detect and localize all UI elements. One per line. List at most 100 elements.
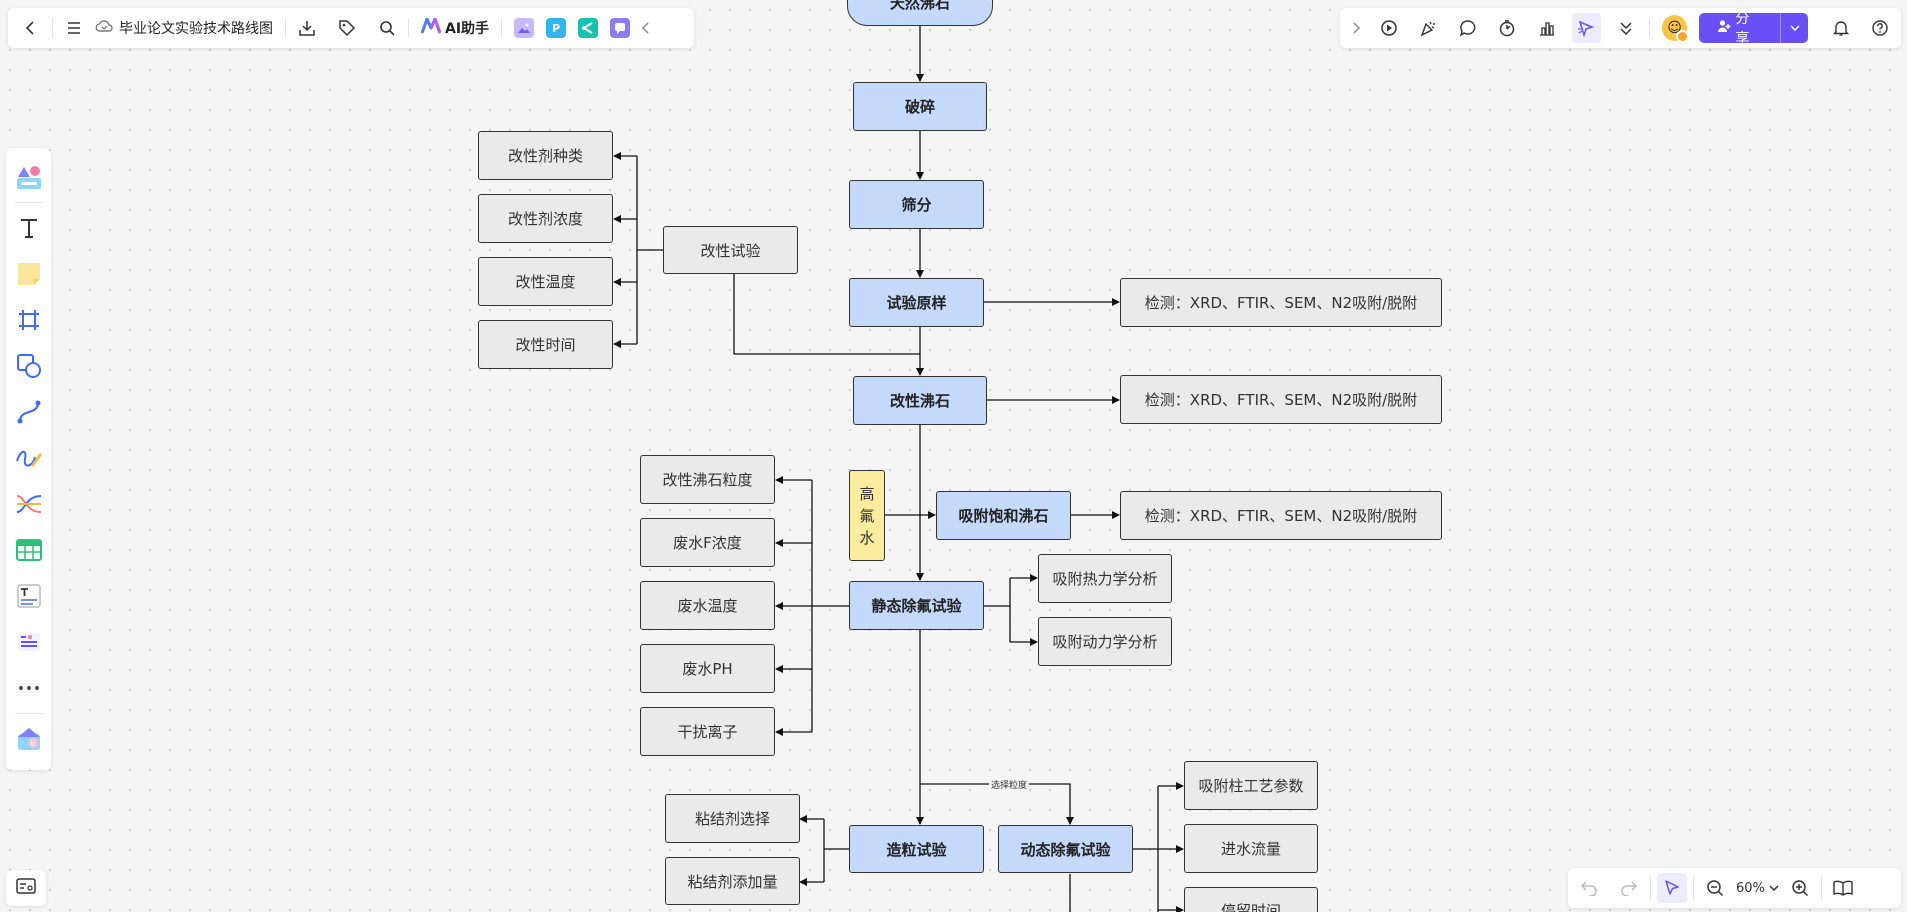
bell-icon[interactable]: [1826, 13, 1856, 43]
timer-icon[interactable]: [1492, 13, 1522, 43]
divider: [1650, 878, 1651, 898]
chevron-down-icon[interactable]: [1780, 13, 1807, 43]
text-block-icon[interactable]: [11, 573, 47, 619]
document-title[interactable]: 毕业论文实验技术路线图: [89, 18, 279, 38]
share-main-button[interactable]: 分享: [1699, 13, 1780, 43]
download-icon[interactable]: [292, 13, 322, 43]
plugin-icon[interactable]: b: [11, 716, 47, 762]
node-modifier-type[interactable]: 改性剂种类: [478, 131, 613, 180]
divider: [408, 18, 409, 38]
share-label: 分享: [1735, 13, 1750, 43]
more-down-icon[interactable]: [1611, 13, 1641, 43]
help-icon[interactable]: [1865, 13, 1895, 43]
node-f-conc[interactable]: 废水F浓度: [640, 518, 775, 567]
minimap-toggle[interactable]: [6, 870, 46, 906]
template-icon[interactable]: [11, 154, 47, 200]
node-high-fluoride-water[interactable]: 高 氟 水: [849, 470, 885, 561]
redo-icon[interactable]: [1614, 873, 1644, 903]
collapse-left-icon[interactable]: [636, 13, 656, 43]
node-thermo[interactable]: 吸附热力学分析: [1038, 554, 1172, 603]
node-modifier-conc[interactable]: 改性剂浓度: [478, 194, 613, 243]
pen-icon[interactable]: [11, 435, 47, 481]
chat-app-icon[interactable]: [610, 18, 631, 38]
node-detect-raw[interactable]: 检测：XRD、FTIR、SEM、N2吸附/脱附: [1120, 278, 1442, 327]
node-dynamic-test[interactable]: 动态除氟试验: [998, 825, 1133, 873]
node-sieve[interactable]: 筛分: [849, 180, 984, 229]
comment-icon[interactable]: [1453, 13, 1483, 43]
node-binder-choice[interactable]: 粘结剂选择: [665, 794, 800, 843]
node-granulation-test[interactable]: 造粒试验: [849, 825, 984, 873]
zoom-level-dropdown[interactable]: 60%: [1730, 881, 1785, 896]
top-left-toolbar: 毕业论文实验技术路线图 AI助手 P: [8, 8, 694, 48]
ai-icon: [420, 17, 442, 38]
node-high-fluoride-water-char: 氟: [859, 506, 875, 525]
more-icon[interactable]: [11, 665, 47, 711]
select-icon[interactable]: [1657, 873, 1687, 903]
node-high-fluoride-water-char: 水: [859, 528, 875, 547]
node-high-fluoride-water-char: 高: [859, 484, 875, 503]
node-water-temp[interactable]: 废水温度: [640, 581, 775, 630]
laser-pointer-icon[interactable]: [1571, 13, 1602, 43]
node-detect-modified[interactable]: 检测：XRD、FTIR、SEM、N2吸附/脱附: [1120, 375, 1442, 424]
node-modify-temp[interactable]: 改性温度: [478, 257, 613, 306]
node-particle-size[interactable]: 改性沸石粒度: [640, 455, 775, 504]
divider: [1820, 878, 1822, 898]
document-title-text: 毕业论文实验技术路线图: [119, 21, 273, 37]
node-residence-time[interactable]: 停留时间: [1184, 887, 1318, 912]
node-binder-amount[interactable]: 粘结剂添加量: [665, 857, 800, 905]
p-app-icon[interactable]: P: [546, 18, 567, 38]
menu-icon[interactable]: [59, 13, 89, 43]
node-modified-zeolite[interactable]: 改性沸石: [853, 376, 987, 425]
node-saturated-zeolite[interactable]: 吸附饱和沸石: [936, 491, 1071, 540]
share-button[interactable]: 分享: [1699, 13, 1808, 43]
node-crush[interactable]: 破碎: [853, 82, 987, 131]
divider: [1693, 878, 1694, 898]
node-natural-zeolite[interactable]: 天然沸石: [847, 0, 993, 26]
vote-icon[interactable]: [1532, 13, 1562, 43]
node-static-test[interactable]: 静态除氟试验: [849, 581, 984, 630]
ai-assistant-button[interactable]: AI助手: [415, 17, 495, 38]
text-icon[interactable]: [11, 205, 47, 251]
table-icon[interactable]: [11, 527, 47, 573]
edge-label-select-size: 选择粒度: [989, 778, 1030, 791]
ai-assistant-label: AI助手: [445, 21, 490, 37]
connector-icon[interactable]: [11, 389, 47, 435]
node-kinetics[interactable]: 吸附动力学分析: [1038, 617, 1172, 666]
zoom-level: 60%: [1736, 880, 1765, 896]
play-icon[interactable]: [1374, 13, 1404, 43]
book-icon[interactable]: [1828, 873, 1858, 903]
add-user-icon: [1717, 19, 1731, 37]
avatar[interactable]: ☺: [1661, 15, 1690, 43]
divider: [14, 713, 43, 714]
node-water-ph[interactable]: 废水PH: [640, 644, 775, 693]
node-modify-time[interactable]: 改性时间: [478, 320, 613, 369]
list-icon[interactable]: [11, 619, 47, 665]
search-icon[interactable]: [372, 13, 402, 43]
celebrate-icon[interactable]: [1413, 13, 1443, 43]
svg-text:b: b: [30, 740, 35, 748]
shape-icon[interactable]: [11, 343, 47, 389]
node-detect-saturated[interactable]: 检测：XRD、FTIR、SEM、N2吸附/脱附: [1120, 491, 1442, 540]
mindmap-icon[interactable]: [11, 481, 47, 527]
divider: [285, 18, 286, 38]
cloud-icon: [95, 19, 113, 37]
expand-right-icon[interactable]: [1346, 13, 1366, 43]
node-modification-test[interactable]: 改性试验: [663, 226, 798, 274]
back-icon[interactable]: [16, 13, 46, 43]
divider: [14, 202, 43, 203]
zoom-out-icon[interactable]: [1700, 873, 1730, 903]
undo-icon[interactable]: [1574, 873, 1604, 903]
node-inflow-rate[interactable]: 进水流量: [1184, 824, 1318, 873]
divider: [52, 18, 53, 38]
node-column-params[interactable]: 吸附柱工艺参数: [1184, 761, 1318, 810]
image-app-icon[interactable]: [514, 18, 535, 38]
frame-icon[interactable]: [11, 297, 47, 343]
tag-icon[interactable]: [332, 13, 362, 43]
mindmap-app-icon[interactable]: [578, 18, 599, 38]
sticky-note-icon[interactable]: [11, 251, 47, 297]
zoom-in-icon[interactable]: [1785, 873, 1815, 903]
node-raw-sample[interactable]: 试验原样: [849, 278, 984, 327]
node-interfering-ions[interactable]: 干扰离子: [640, 707, 775, 756]
